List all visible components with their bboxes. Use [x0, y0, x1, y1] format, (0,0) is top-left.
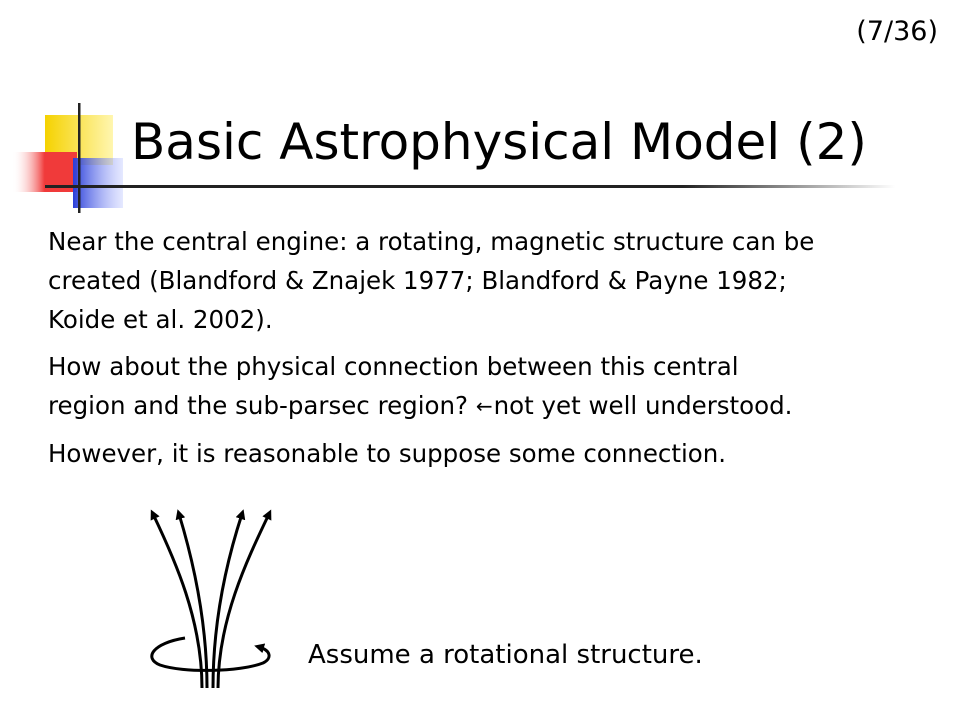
field-line-2 [175, 509, 209, 689]
logo-vertical-line [78, 103, 81, 213]
decorative-logo [12, 103, 140, 213]
paragraph-line: However, it is reasonable to suppose som… [48, 439, 727, 468]
page-number: (7/36) [856, 16, 938, 47]
field-line-4 [216, 509, 272, 689]
diagram-caption: Assume a rotational structure. [308, 640, 703, 670]
paragraph-line: region and the sub-parsec region? ←not y… [48, 386, 948, 426]
title-underline [45, 185, 895, 188]
paragraph-line: Koide et al. 2002). [48, 305, 273, 334]
left-arrow-icon: ← [475, 394, 493, 418]
paragraph-line: How about the physical connection betwee… [48, 352, 739, 381]
rotational-structure-diagram [150, 509, 272, 689]
field-lines [150, 509, 272, 689]
paragraph-physical-connection: How about the physical connection betwee… [48, 347, 948, 426]
rotation-arrow [150, 636, 271, 672]
logo-blue-square [73, 158, 123, 208]
field-line-1 [150, 509, 204, 689]
slide-title: Basic Astrophysical Model (2) [131, 113, 867, 171]
paragraph-note: not yet well understood. [493, 391, 793, 420]
paragraph-line-text: region and the sub-parsec region? [48, 391, 469, 420]
paragraph-line: Near the central engine: a rotating, mag… [48, 227, 815, 256]
field-line-3 [211, 509, 246, 689]
paragraph-reasonable-connection: However, it is reasonable to suppose som… [48, 434, 948, 473]
paragraph-central-engine: Near the central engine: a rotating, mag… [48, 222, 948, 339]
slide-body: Near the central engine: a rotating, mag… [48, 222, 948, 481]
paragraph-line: created (Blandford & Znajek 1977; Blandf… [48, 266, 787, 295]
